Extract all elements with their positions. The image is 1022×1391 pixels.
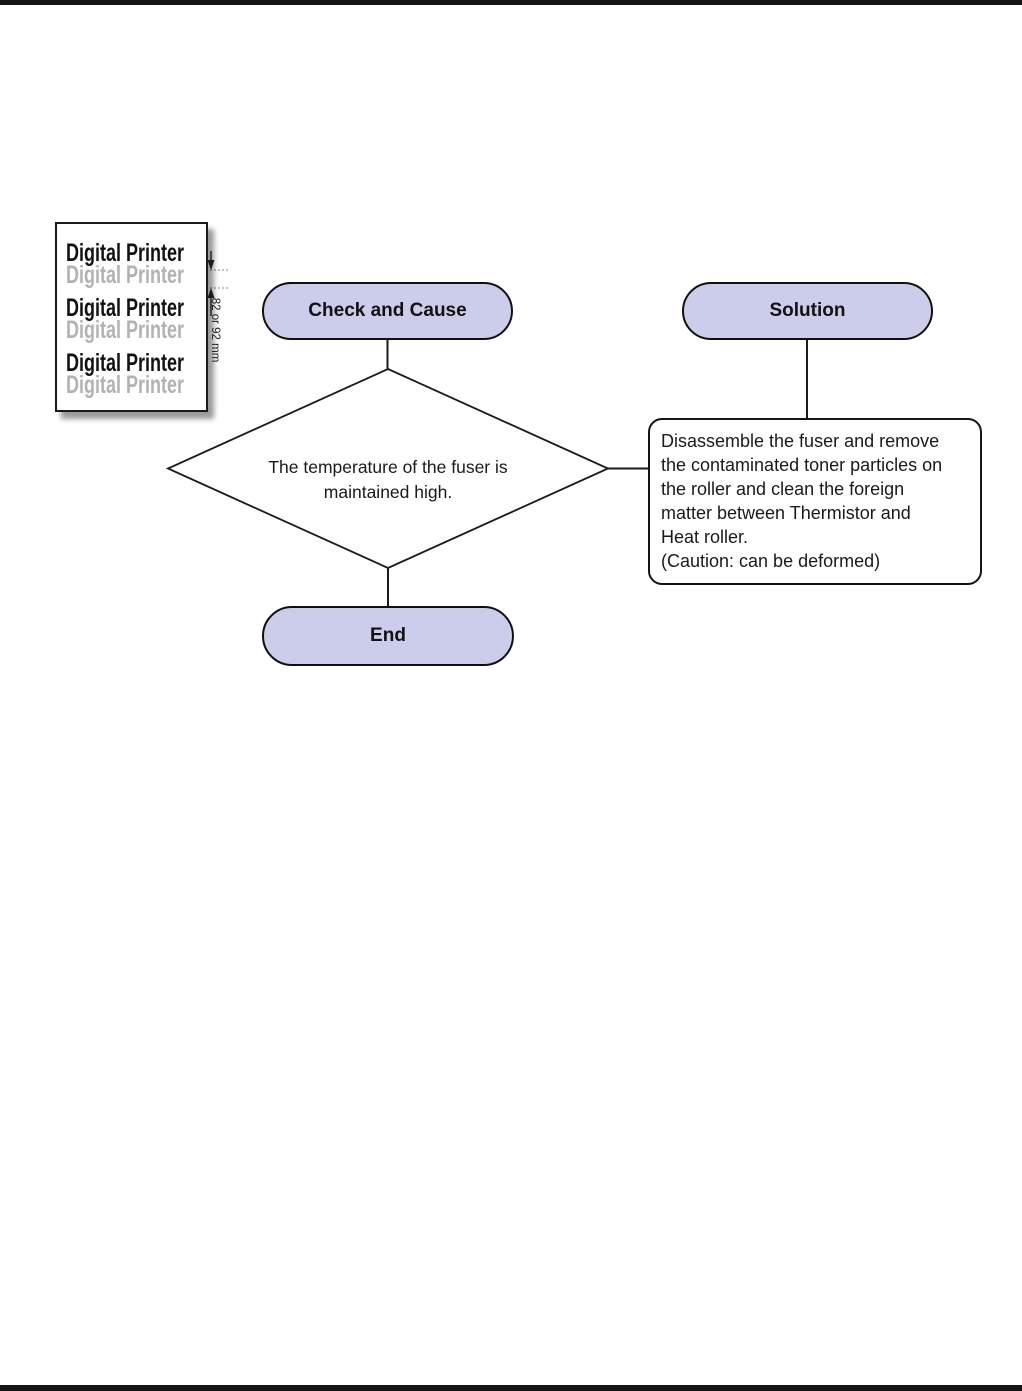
end-label: End <box>370 625 406 646</box>
sample-text: Digital Printer <box>66 349 185 377</box>
sample-ghost-text: Digital Printer <box>66 371 185 399</box>
solution-text-line: Heat roller. <box>661 527 749 547</box>
decision-diamond-text: The temperature of the fuser is maintain… <box>228 455 548 505</box>
solution-text-line: (Caution: can be deformed) <box>661 551 881 571</box>
solution-text-line: the contaminated toner particles on <box>661 455 943 475</box>
check-and-cause-label: Check and Cause <box>308 300 467 321</box>
solution-node: Solution <box>682 282 933 340</box>
sample-ghost-text: Digital Printer <box>66 316 185 344</box>
diamond-text-line: The temperature of the fuser is <box>268 457 508 477</box>
solution-text-line: matter between Thermistor and <box>661 503 911 523</box>
sample-text: Digital Printer <box>66 239 185 267</box>
solution-text-box: Disassemble the fuser and remove the con… <box>648 418 982 585</box>
solution-text-line: the roller and clean the foreign <box>661 479 905 499</box>
solution-text-line: Disassemble the fuser and remove <box>661 431 940 451</box>
measurement-label: 82 or 92 mm <box>209 297 221 363</box>
check-and-cause-node: Check and Cause <box>262 282 513 340</box>
sample-ghost-text: Digital Printer <box>66 261 185 289</box>
page-top-border <box>0 0 1022 5</box>
sample-text-pair: Digital Printer Digital Printer <box>66 349 206 399</box>
solution-label: Solution <box>769 300 846 321</box>
print-sample-image: Digital Printer Digital Printer Digital … <box>55 222 208 412</box>
sample-text-pair: Digital Printer Digital Printer <box>66 239 206 289</box>
diamond-text-line: maintained high. <box>323 481 453 502</box>
sample-text: Digital Printer <box>66 294 185 322</box>
measure-arrow-down-icon <box>207 260 215 270</box>
sample-text-pair: Digital Printer Digital Printer <box>66 294 206 344</box>
end-node: End <box>262 606 514 666</box>
page-bottom-border <box>0 1385 1022 1391</box>
